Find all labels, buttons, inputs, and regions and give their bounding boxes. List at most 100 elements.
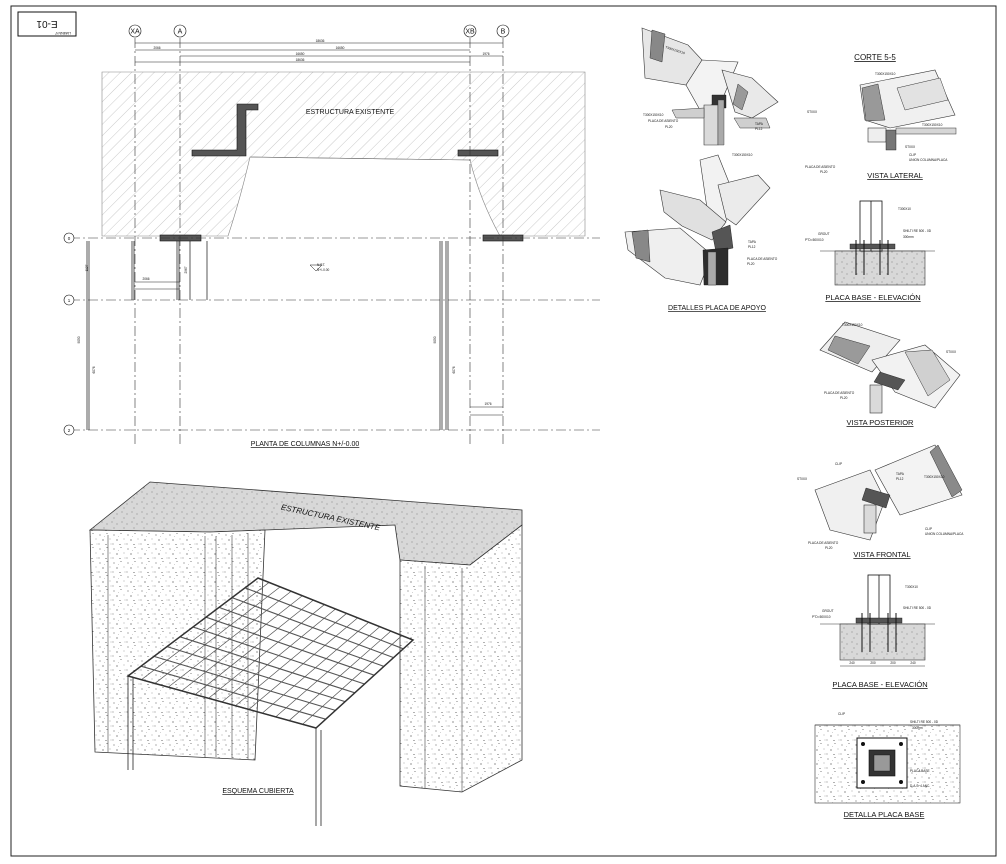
level-marker: N.P.T. N+/-0.00 (309, 263, 330, 272)
svg-text:PLACA DE ASIENTO: PLACA DE ASIENTO (805, 165, 836, 169)
base-plate-plan-detail: CLIP SHILTI RE 500 - 0D 300mm PLACA BASE… (814, 712, 961, 819)
svg-text:300mm: 300mm (903, 235, 914, 239)
dim-text: 9050 (77, 336, 81, 343)
axis-bubble-xb: XB (463, 24, 477, 38)
iso-title: ESQUEMA CUBIERTA (222, 788, 294, 795)
sheet-code: E-01 (36, 18, 58, 29)
base-elevation-1-title: PLACA BASE - ELEVACIÓN (825, 293, 920, 302)
svg-text:PLACA DE ASIENTO: PLACA DE ASIENTO (808, 541, 839, 545)
dim-text: 16650 (336, 46, 345, 50)
svg-text:A: A (178, 29, 183, 36)
svg-text:N.P.T.: N.P.T. (317, 263, 325, 267)
svg-text:PL12: PL12 (755, 127, 763, 131)
sheet-border (10, 5, 997, 857)
sheet-code-caption: LAMINA N° (54, 31, 71, 35)
svg-text:N+/-0.00: N+/-0.00 (317, 268, 330, 272)
dim-text: 1976 (482, 52, 489, 56)
svg-text:ST0XX: ST0XX (946, 350, 957, 354)
svg-text:0: 0 (68, 236, 71, 241)
dim-text: 2066 (153, 46, 160, 50)
svg-text:PL20: PL20 (665, 125, 673, 129)
svg-text:240: 240 (849, 661, 855, 665)
svg-text:UNION COLUMNA/PLACA: UNION COLUMNA/PLACA (925, 532, 964, 536)
svg-text:PLACA DE ASIENTO: PLACA DE ASIENTO (747, 257, 778, 261)
dim-text: 6076 (452, 366, 456, 373)
dim-text: 2967 (184, 266, 188, 273)
svg-text:CLIP: CLIP (838, 712, 845, 716)
roof-lattice (127, 577, 414, 729)
front-view-title: VISTA FRONTAL (853, 550, 910, 559)
svg-text:ST0XX: ST0XX (905, 145, 916, 149)
axis-bubble-xa: XA (128, 24, 142, 38)
svg-text:TAPA: TAPA (748, 240, 757, 244)
svg-text:2: 2 (68, 428, 71, 433)
axis-bubble-0: 0 (63, 232, 75, 244)
svg-text:T300X150X10: T300X150X10 (665, 45, 686, 55)
svg-text:P°D=500X10: P°D=500X10 (805, 238, 824, 242)
dim-text: 16650 (296, 52, 305, 56)
roof-frame (126, 577, 415, 729)
base-plate-elevation-2: 240 200 200 240 T300X10 GROUT P°D=500X10… (812, 574, 935, 689)
svg-text:PL12: PL12 (896, 477, 904, 481)
svg-text:XA: XA (130, 29, 140, 36)
dim-text: 1127 (85, 264, 89, 271)
existing-wall-right (399, 524, 523, 793)
svg-text:GROUT: GROUT (822, 609, 834, 613)
plan-existing-label: ESTRUCTURA EXISTENTE (306, 109, 395, 116)
svg-text:PLACA DE ASIENTO: PLACA DE ASIENTO (648, 119, 679, 123)
section-title: CORTE 5-5 (854, 53, 896, 62)
svg-text:SHILTI RE 500 - 0D: SHILTI RE 500 - 0D (910, 720, 939, 724)
svg-text:PL12: PL12 (748, 245, 756, 249)
svg-text:T300X10: T300X10 (905, 585, 918, 589)
base-plate-elevation-1: T300X10 GROUT P°D=500X10 SHILTI RE 500 -… (805, 200, 935, 302)
rear-view: T300X150X10 ST0XX PLACA DE ASIENTO PL20 … (819, 321, 961, 427)
dim-text: 2066 (142, 277, 149, 281)
svg-text:200: 200 (870, 661, 876, 665)
svg-text:T300X150X10: T300X150X10 (922, 123, 943, 127)
svg-text:PL20: PL20 (840, 396, 848, 400)
axis-bubble-2: 2 (63, 424, 75, 436)
svg-text:T300X150X10: T300X150X10 (842, 323, 863, 327)
svg-text:T300X150X10: T300X150X10 (924, 475, 945, 479)
plan-title: PLANTA DE COLUMNAS N+/-0.00 (251, 441, 360, 448)
svg-text:PLACA DE ASIENTO: PLACA DE ASIENTO (824, 391, 855, 395)
axis-bubble-b: B (496, 24, 510, 38)
svg-text:ST0XX: ST0XX (797, 477, 808, 481)
svg-text:PL20: PL20 (825, 546, 833, 550)
svg-text:T300X150X10: T300X150X10 (875, 72, 896, 76)
existing-structure-hatch (101, 71, 586, 237)
front-view: CLIP TAPA PL12 ST0XX T300X150X10 PLACA D… (797, 444, 964, 559)
svg-text:200: 200 (890, 661, 896, 665)
existing-structure-inner (249, 156, 471, 161)
svg-text:PL20: PL20 (747, 262, 755, 266)
svg-text:CLIP: CLIP (925, 527, 932, 531)
svg-text:TAPA: TAPA (755, 122, 764, 126)
wall-element (191, 103, 259, 157)
base-plate-detail-title: DETALLA PLACA BASE (844, 810, 925, 819)
axis-bubble-a: A (173, 24, 187, 38)
existing-wall-left (89, 529, 266, 761)
svg-text:T300X150X10: T300X150X10 (732, 153, 753, 157)
svg-text:1: 1 (68, 298, 71, 303)
dim-text: 9050 (433, 336, 437, 343)
svg-text:D.A.S. 4 ANC.: D.A.S. 4 ANC. (910, 784, 930, 788)
svg-text:300mm: 300mm (912, 726, 923, 730)
svg-text:XB: XB (465, 29, 475, 36)
roof-isometric: ESTRUCTURA EXISTENTE ESQUEMA CUBIERTA (88, 481, 523, 826)
svg-text:PLACA BASE: PLACA BASE (910, 769, 930, 773)
rear-view-title: VISTA POSTERIOR (847, 418, 915, 427)
svg-text:GROUT: GROUT (818, 232, 830, 236)
svg-text:240: 240 (910, 661, 916, 665)
svg-text:CLIP: CLIP (835, 462, 842, 466)
svg-text:PL20: PL20 (820, 170, 828, 174)
svg-text:SHILTI RE 500 - 0D: SHILTI RE 500 - 0D (903, 606, 932, 610)
svg-text:T300X150X10: T300X150X10 (643, 113, 664, 117)
wall-element (457, 149, 499, 157)
base-elevation-2-title: PLACA BASE - ELEVACIÓN (832, 680, 927, 689)
side-view-title: VISTA LATERAL (867, 171, 923, 180)
svg-text:B: B (501, 29, 506, 36)
svg-text:ST0XX: ST0XX (807, 110, 818, 114)
svg-text:P°D=500X10: P°D=500X10 (812, 615, 831, 619)
sheet-code-box: E-01 LAMINA N° (17, 11, 77, 37)
